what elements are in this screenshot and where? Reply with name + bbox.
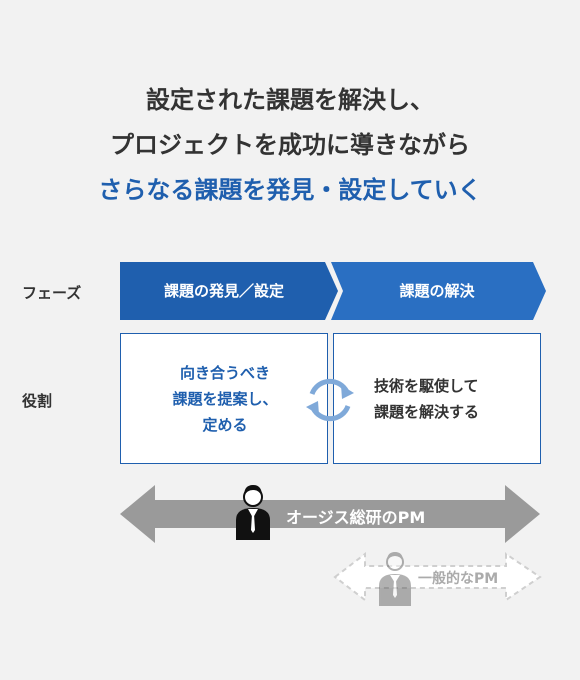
role-solution-line-2: 課題を解決する [374, 403, 480, 421]
role-solution-text: 技術を駆使して 課題を解決する [374, 373, 534, 425]
role-solution-line-1: 技術を駆使して [374, 377, 479, 395]
headline-line-2: プロジェクトを成功に導きながら [110, 131, 470, 159]
role-discovery-line-1: 向き合うべき [179, 364, 270, 382]
general-pm-label: 一般的なPM [418, 571, 499, 587]
role-discovery-line-3: 定める [202, 416, 248, 434]
role-box-discovery [120, 333, 328, 464]
role-row-label: 役割 [22, 392, 53, 410]
phase-2-label: 課題の解決 [399, 282, 475, 300]
phase-row-label: フェーズ [22, 284, 82, 302]
headline-line-1: 設定された課題を解決し、 [146, 86, 434, 114]
general-pm-arrow [333, 551, 542, 603]
aegis-businessperson-icon [236, 485, 270, 540]
general-businessperson-icon [379, 552, 411, 606]
headline-line-3: さらなる課題を発見・設定していく [98, 176, 482, 204]
aegis-pm-label: オージス総研のPM [286, 508, 426, 527]
phase-2-chevron [331, 262, 546, 320]
phase-1-chevron [120, 262, 338, 320]
phase-1-label: 課題の発見／設定 [163, 282, 284, 300]
refresh-cycle-icon [306, 378, 354, 422]
role-box-solution [333, 333, 541, 464]
role-discovery-text: 向き合うべき 課題を提案し、 定める [150, 360, 300, 438]
role-discovery-line-2: 課題を提案し、 [172, 390, 278, 408]
phase-chevrons [120, 262, 546, 320]
aegis-pm-arrow [120, 485, 540, 543]
headline: 設定された課題を解決し、 プロジェクトを成功に導きながら さらなる課題を発見・設… [0, 78, 580, 213]
